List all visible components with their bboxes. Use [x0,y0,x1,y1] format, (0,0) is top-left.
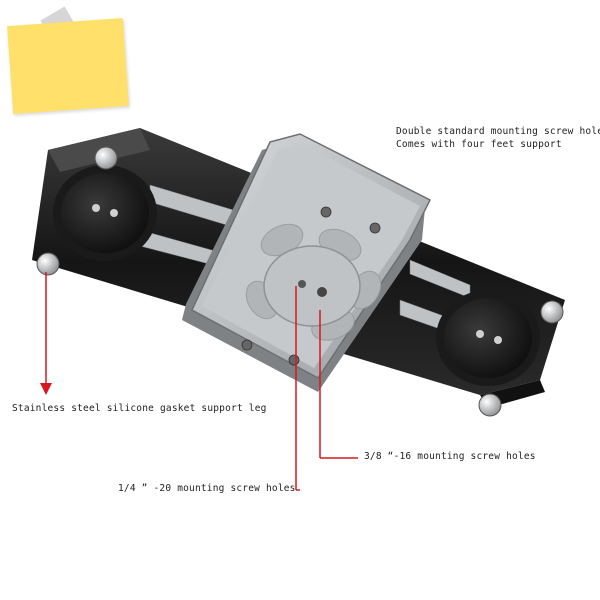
mount-holes-label: Double standard mounting screw holes [396,126,600,137]
support-leg-label: Stainless steel silicone gasket support … [12,403,267,414]
support-feet [36,146,564,417]
hole-14-label: 1/4 ” -20 mounting screw holes [118,483,296,494]
left-pulley-wheel [53,165,157,261]
four-feet-label: Comes with four feet support [396,139,562,150]
support-leg-arrowhead [40,383,52,395]
carriage-plate [182,133,432,392]
right-pulley-wheel [436,290,540,386]
callout-lines [45,272,358,491]
hole-38-label: 3/8 “-16 mounting screw holes [364,451,536,462]
